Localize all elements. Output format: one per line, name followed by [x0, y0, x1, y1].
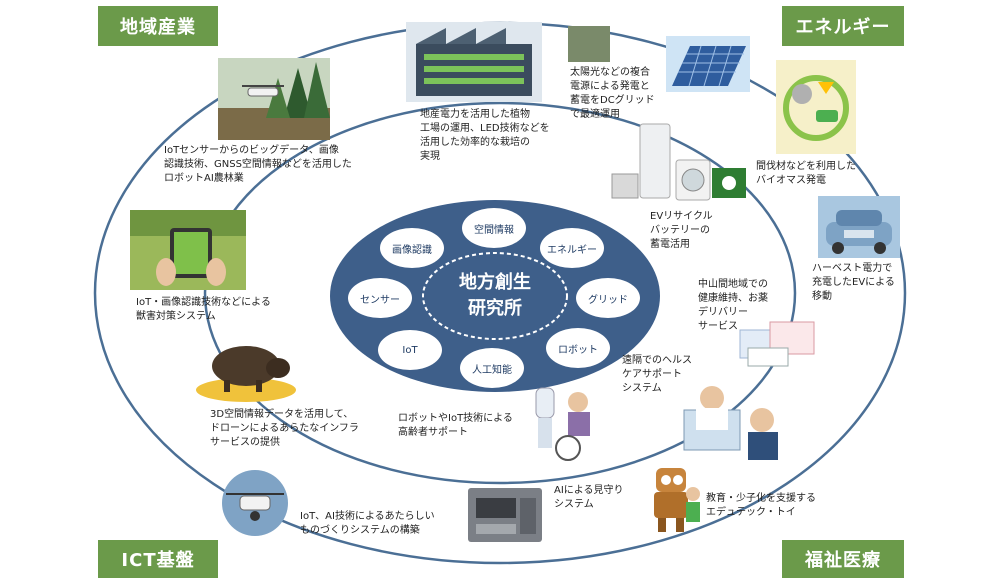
middle-ring: [203, 101, 797, 485]
solar-field-photo: [568, 26, 610, 62]
caption-edutech: 教育・少子化を支援する エデュテック・トイ: [706, 493, 816, 518]
caption-biomass: 間伐材などを利用した バイオマス発電: [756, 161, 856, 186]
biomass-illustration: [776, 60, 856, 154]
oval-label-iot: IoT: [402, 344, 418, 356]
oval-label-energy: エネルギー: [547, 244, 597, 256]
oval-ai: [460, 348, 524, 388]
corner-energy: エネルギー: [782, 6, 904, 46]
elderly-robot-illustration: [530, 382, 604, 464]
caption-elderly-robot: ロボットやIoT技術による 高齢者サポート: [398, 413, 513, 438]
oval-label-sensor: センサー: [360, 294, 400, 306]
inner-ring: [422, 252, 568, 340]
center-title-line1: 地方創生: [459, 272, 531, 293]
caption-manufacturing: IoT、AI技術によるあたらしい ものづくりシステムの構築: [300, 511, 435, 536]
caption-plant-factory: 地産電力を活用した植物 工場の運用、LED技術などを 活用した効率的な栽培の 実…: [420, 109, 550, 162]
corner-ict: ICT基盤: [98, 540, 218, 578]
corner-welfare: 福祉医療: [782, 540, 904, 578]
caption-ev-battery: EVリサイクル バッテリーの 蓄電活用: [650, 211, 713, 250]
small-ovals: [348, 208, 640, 388]
caption-healthcare: 遠隔でのヘルス ケアサポート システム: [622, 355, 692, 394]
oval-iot: [378, 330, 442, 370]
appliances-illustration: [608, 120, 748, 206]
oval-spatial: [462, 208, 526, 248]
remote-healthcare-illustration: [676, 380, 788, 466]
center-title: 地方創生 研究所: [440, 270, 550, 322]
caption-harvest-ev: ハーベスト電力で 充電したEVによる 移動: [812, 263, 895, 302]
child-illustration: [682, 486, 704, 528]
3d-printer-illustration: [462, 478, 548, 548]
caption-solar: 太陽光などの複合 電源による発電と 蓄電をDCグリッド で最適運用: [570, 67, 655, 120]
oval-label-ai: 人工知能: [472, 364, 512, 376]
oval-label-spatial: 空間情報: [474, 224, 514, 236]
solar-panel-icon: [666, 36, 750, 92]
caption-delivery: 中山間地域での 健康維持、お薬 デリバリー サービス: [698, 279, 768, 332]
center-title-line2: 研究所: [468, 298, 522, 319]
drone-photo: [212, 470, 298, 536]
medicine-photo: [736, 318, 818, 370]
caption-pest-control: IoT・画像認識技術などによる 獣害対策システム: [136, 297, 271, 322]
oval-label-image: 画像認識: [392, 244, 432, 256]
plant-factory-illustration: [406, 22, 542, 102]
oval-label-robot: ロボット: [558, 344, 598, 356]
ev-car-photo: [818, 196, 900, 258]
oval-image: [380, 228, 444, 268]
caption-ai-watch: AIによる見守り システム: [554, 485, 624, 510]
oval-grid: [576, 278, 640, 318]
oval-robot: [546, 328, 610, 368]
factory-icon: [406, 22, 542, 102]
caption-iot-forestry: IoTセンサーからのビッグデータ、画像 認識技術、GNSS空間情報などを活用した…: [164, 145, 352, 184]
boar-illustration: [196, 330, 298, 402]
oval-energy: [540, 228, 604, 268]
corner-regional-industry: 地域産業: [98, 6, 218, 46]
field-tablet-photo: [130, 210, 246, 290]
robot-toy-illustration: [644, 462, 700, 536]
oval-sensor: [348, 278, 412, 318]
caption-drone-infra: 3D空間情報データを活用して、 ドローンによるあらたなインフラ サービスの提供: [210, 409, 359, 448]
oval-label-grid: グリッド: [588, 294, 628, 306]
forest-drone-photo: [218, 58, 330, 140]
